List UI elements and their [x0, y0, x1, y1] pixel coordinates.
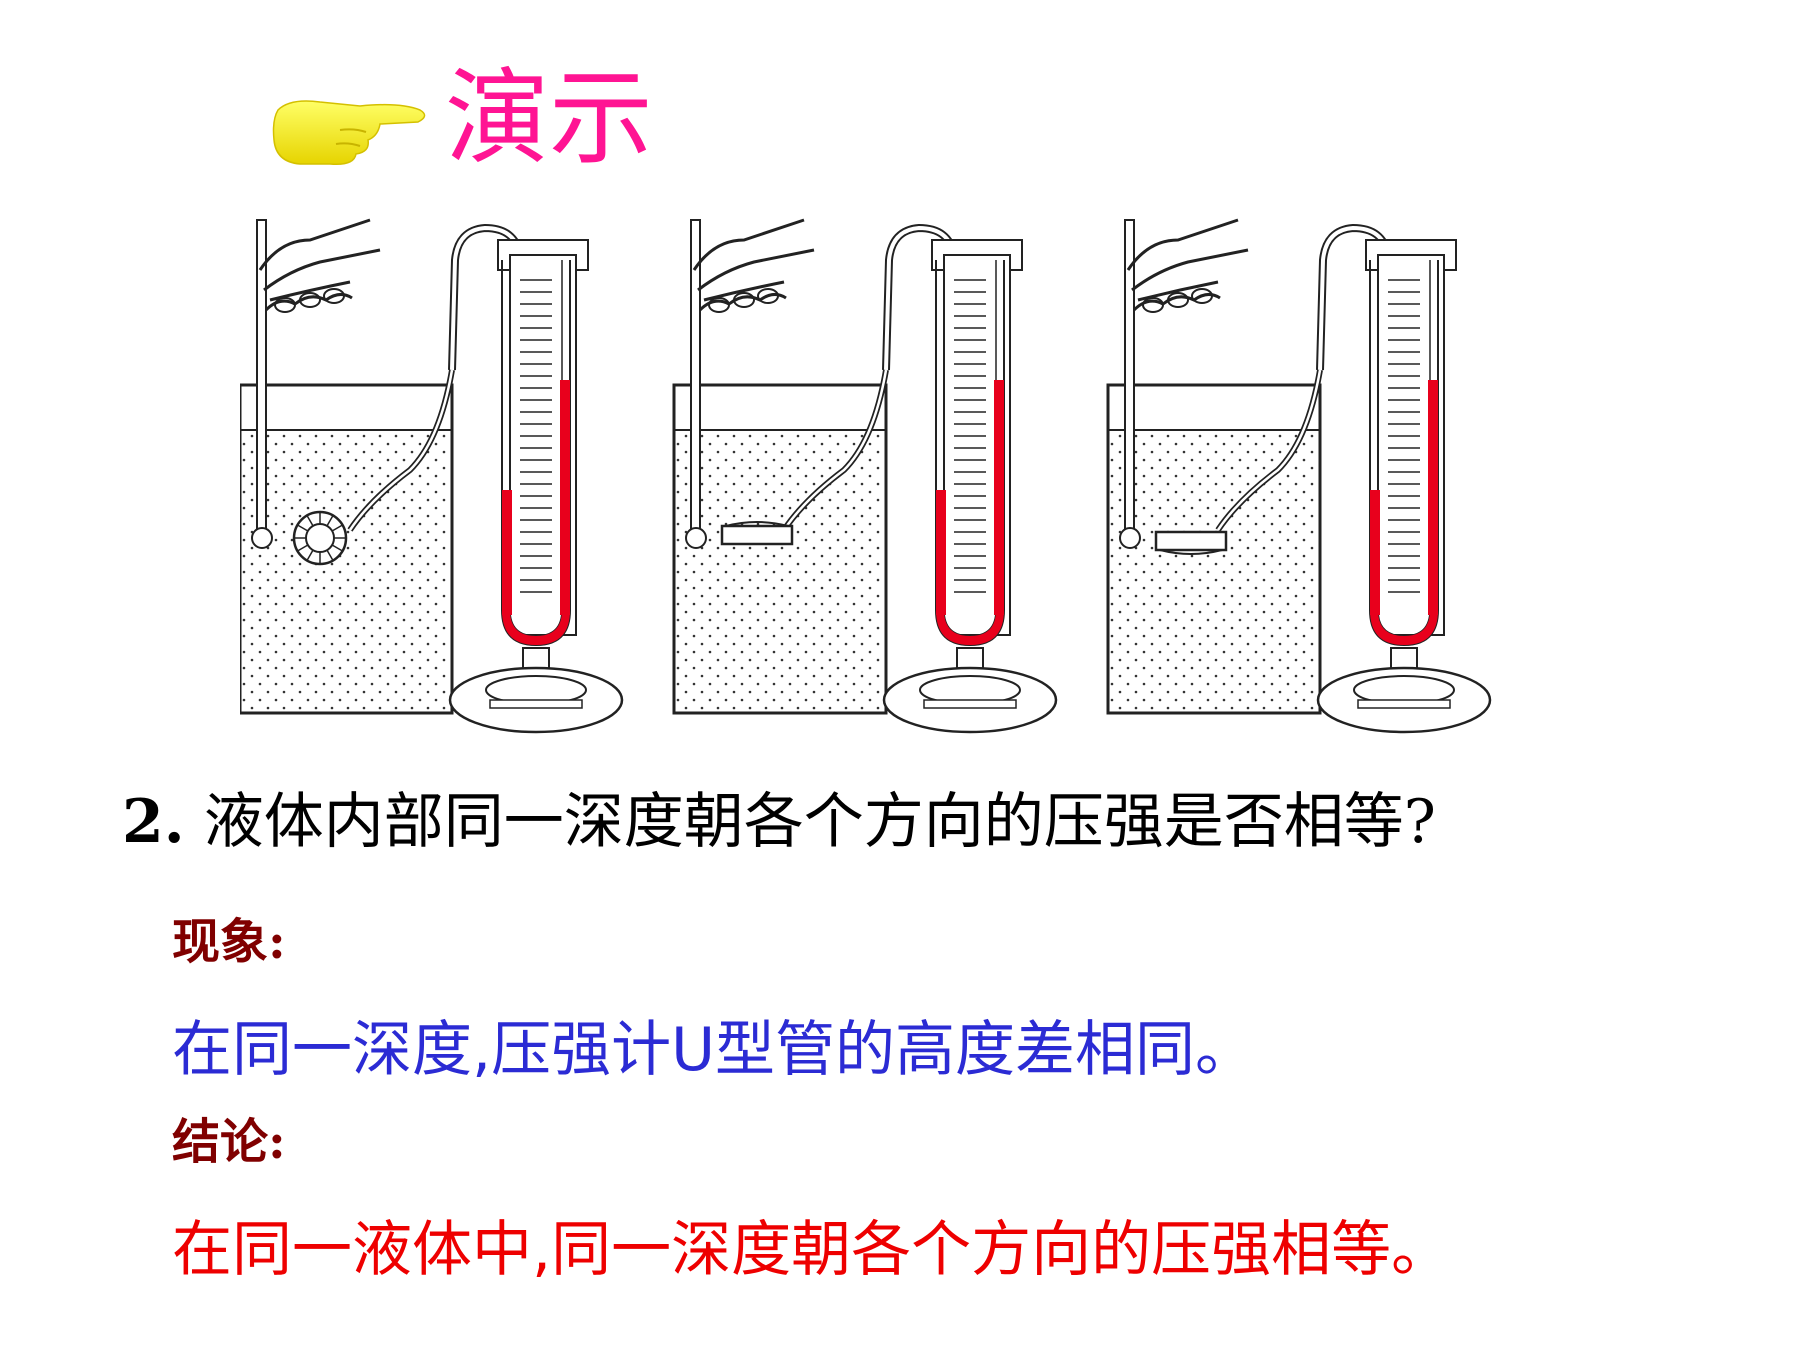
probe-membrane-facing-up — [720, 521, 794, 546]
apparatus-panel-2 — [674, 220, 1056, 732]
probe-hose — [1216, 369, 1322, 531]
phenomenon-label: 现象: — [172, 914, 286, 970]
conclusion-text: 在同一液体中,同一深度朝各个方向的压强相等。 — [172, 1215, 1452, 1285]
probe-hose — [348, 369, 454, 531]
apparatus-panel-3 — [1108, 220, 1490, 732]
question-text: 液体内部同一深度朝各个方向的压强是否相等? — [203, 787, 1436, 857]
conclusion-label: 结论: — [172, 1114, 286, 1170]
question-number: 2. — [122, 787, 185, 857]
probe-hose — [782, 369, 888, 531]
question: 2. 液体内部同一深度朝各个方向的压强是否相等? — [122, 782, 1436, 862]
phenomenon-text: 在同一深度,压强计U型管的高度差相同。 — [172, 1015, 1255, 1085]
apparatus-diagram — [240, 200, 1590, 740]
pointing-hand-icon — [272, 100, 426, 166]
apparatus-panel-1 — [240, 220, 622, 732]
probe-membrane-facing-down — [1154, 530, 1228, 555]
demo-title: 演示 — [445, 57, 654, 179]
probe-membrane-facing-sideways — [292, 510, 348, 566]
